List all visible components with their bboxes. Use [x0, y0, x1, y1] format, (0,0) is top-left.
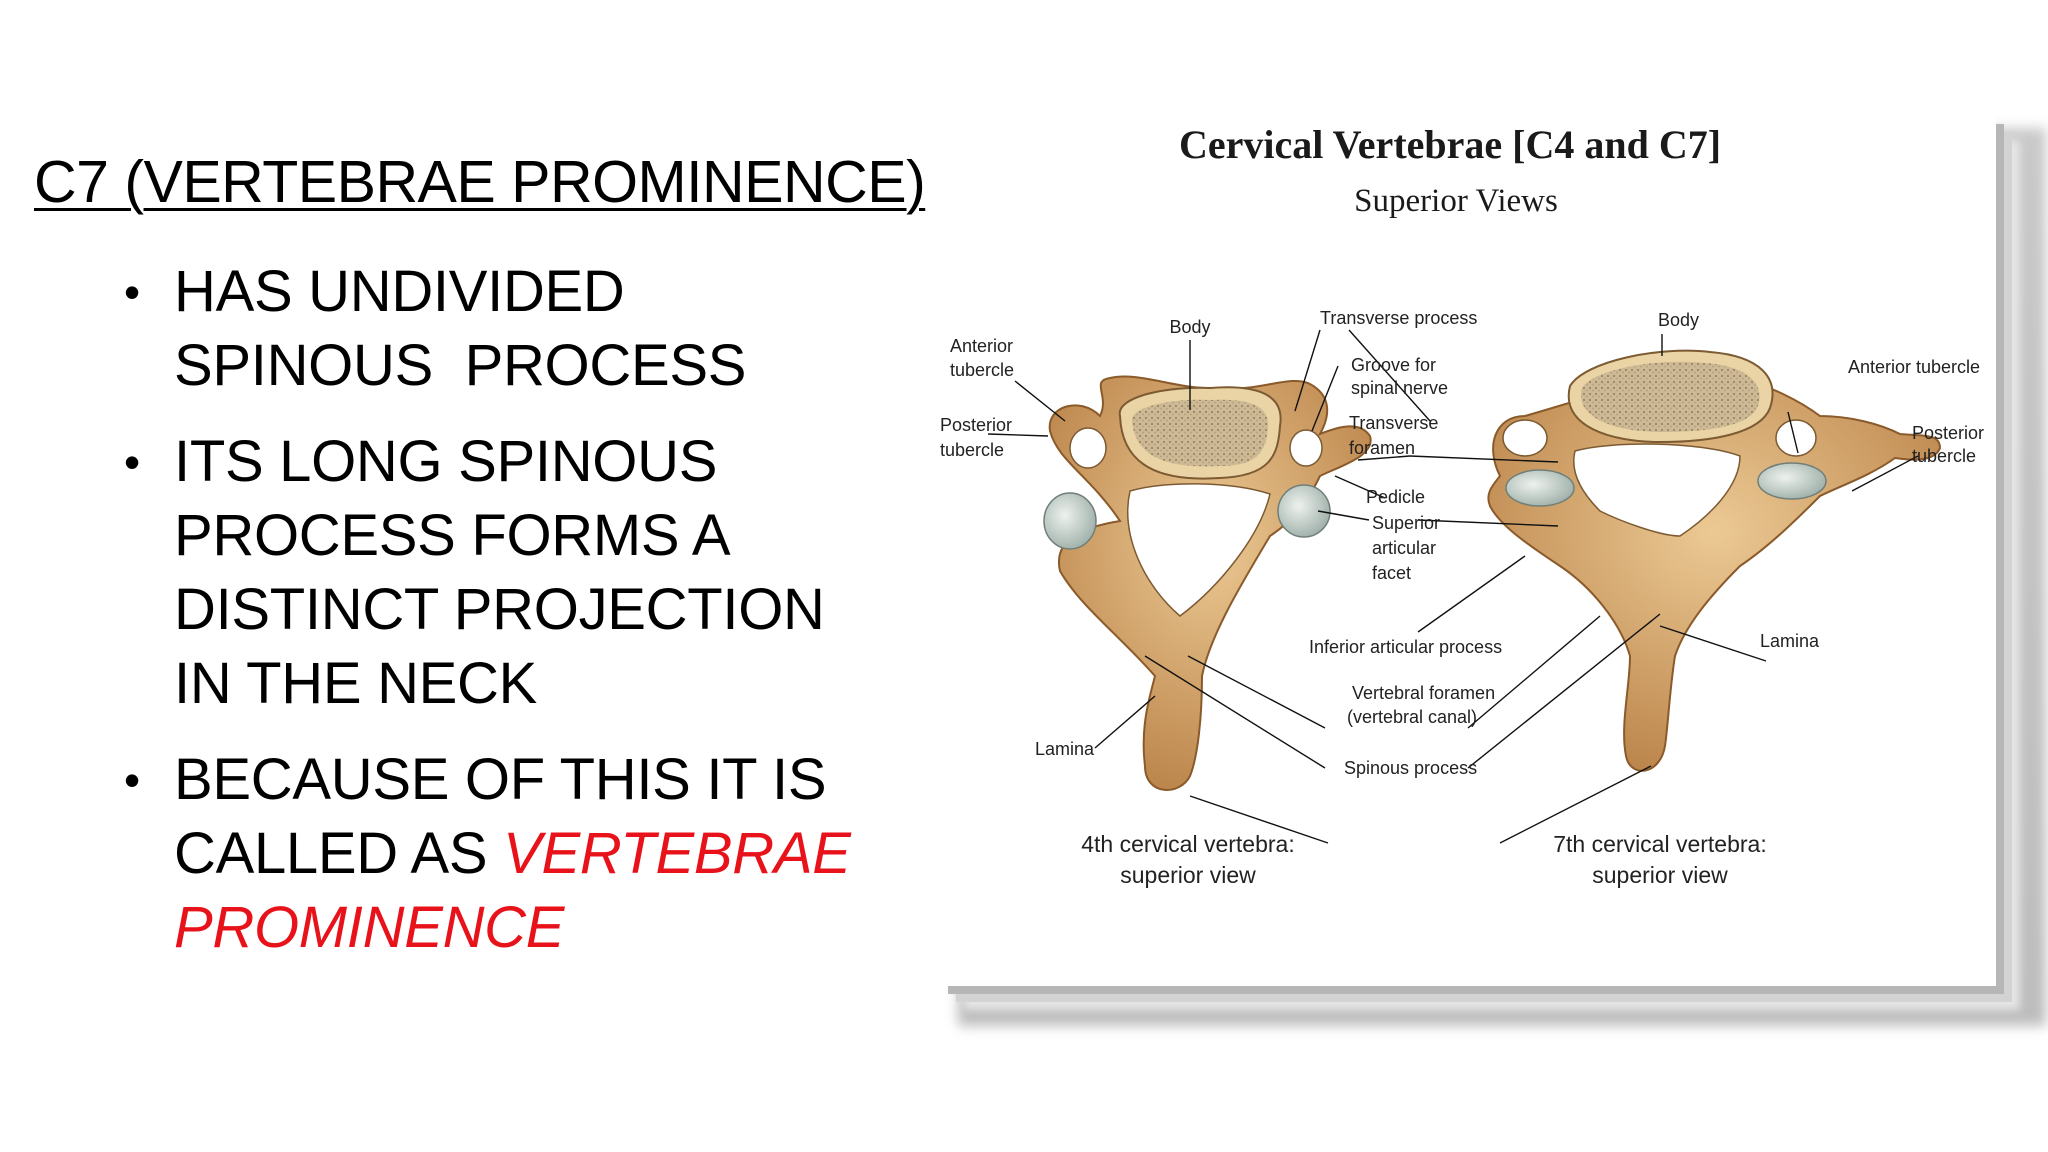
label-posterior-tubercle-b: tubercle [940, 440, 1004, 460]
label-posterior-tubercle-right-b: tubercle [1912, 446, 1976, 466]
slide-title: C7 (VERTEBRAE PROMINENCE) [34, 149, 926, 215]
caption-c4-line1: 4th cervical vertebra: [1081, 831, 1294, 857]
bullet-item: • ITS LONG SPINOUS PROCESS FORMS A DISTI… [120, 425, 860, 721]
label-anterior-tubercle-a: Anterior [950, 336, 1013, 356]
figure-captions: 4th cervical vertebra: superior view 7th… [1081, 831, 1766, 888]
label-groove-b: spinal nerve [1351, 378, 1448, 398]
leader-lines [987, 329, 1919, 844]
c7-facet-right [1757, 462, 1827, 500]
label-body: Body [1169, 317, 1210, 337]
label-pedicle: Pedicle [1366, 487, 1425, 507]
label-superior-facet-a: Superior [1372, 513, 1440, 533]
label-anterior-tubercle-right: Anterior tubercle [1848, 357, 1980, 377]
c7-transverse-foramen-left [1502, 419, 1548, 457]
label-vertebral-foramen-b: (vertebral canal) [1347, 707, 1477, 727]
bullet-item: • HAS UNDIVIDED SPINOUS PROCESS [120, 255, 860, 403]
caption-c4-line2: superior view [1120, 862, 1256, 888]
anatomy-figure: Cervical Vertebrae [C4 and C7] Superior … [940, 116, 1996, 986]
c4-facet-right [1277, 484, 1331, 538]
bullet-item: • BECAUSE OF THIS IT IS CALLED AS VERTEB… [120, 743, 860, 965]
bullet-text: HAS UNDIVIDED [174, 259, 625, 324]
label-groove-a: Groove for [1351, 355, 1436, 375]
label-posterior-tubercle-right-a: Posterior [1912, 423, 1984, 443]
vertebrae-illustration: Cervical Vertebrae [C4 and C7] Superior … [940, 122, 1984, 888]
bullet-dot-icon: • [124, 266, 140, 318]
bullet-dot-icon: • [124, 754, 140, 806]
label-inferior-articular-process: Inferior articular process [1309, 637, 1502, 657]
bullet-list: • HAS UNDIVIDED SPINOUS PROCESS • ITS LO… [120, 255, 860, 987]
bullet-text: PROCESS FORMS A [174, 503, 731, 568]
label-lamina: Lamina [1035, 739, 1095, 759]
caption-c7-line2: superior view [1592, 862, 1728, 888]
label-anterior-tubercle-b: tubercle [950, 360, 1014, 380]
bullet-text: CALLED AS [174, 821, 504, 886]
label-transverse-process: Transverse process [1320, 308, 1477, 328]
c7-facet-left [1505, 469, 1575, 507]
highlight-text: VERTEBRAE [503, 821, 851, 886]
figure-labels: Body Anterior tubercle Posterior tubercl… [940, 308, 1984, 778]
c4-body-cancellous [1131, 399, 1269, 467]
c7-vertebra [1487, 349, 1942, 772]
c4-facet-left [1043, 492, 1097, 550]
bullet-text: IN THE NECK [174, 651, 538, 716]
label-posterior-tubercle-a: Posterior [940, 415, 1012, 435]
bullet-text: SPINOUS PROCESS [174, 333, 747, 398]
c7-transverse-foramen-right [1775, 419, 1817, 457]
label-spinous-process: Spinous process [1344, 758, 1477, 778]
bullet-text: ITS LONG SPINOUS [174, 429, 718, 494]
label-transverse-foramen-b: foramen [1349, 438, 1415, 458]
label-vertebral-foramen-a: Vertebral foramen [1352, 683, 1495, 703]
figure-subtitle: Superior Views [1354, 183, 1558, 219]
c4-transverse-foramen-left [1069, 427, 1107, 469]
bullet-text: BECAUSE OF THIS IT IS [174, 747, 827, 812]
figure-title: Cervical Vertebrae [C4 and C7] [1179, 122, 1721, 167]
caption-c7-line1: 7th cervical vertebra: [1553, 831, 1766, 857]
label-lamina-right: Lamina [1760, 631, 1820, 651]
c7-vertebral-foramen [1573, 443, 1741, 537]
label-superior-facet-c: facet [1372, 563, 1411, 583]
c7-body-cancellous [1580, 361, 1760, 432]
c4-vertebral-foramen [1127, 483, 1271, 617]
bullet-dot-icon: • [124, 436, 140, 488]
label-superior-facet-b: articular [1372, 538, 1436, 558]
label-body-right: Body [1658, 310, 1699, 330]
c4-transverse-foramen-right [1289, 429, 1323, 467]
c4-vertebra [1043, 375, 1372, 791]
bullet-text: DISTINCT PROJECTION [174, 577, 825, 642]
label-transverse-foramen-a: Transverse [1349, 413, 1438, 433]
highlight-text: PROMINENCE [174, 895, 565, 960]
